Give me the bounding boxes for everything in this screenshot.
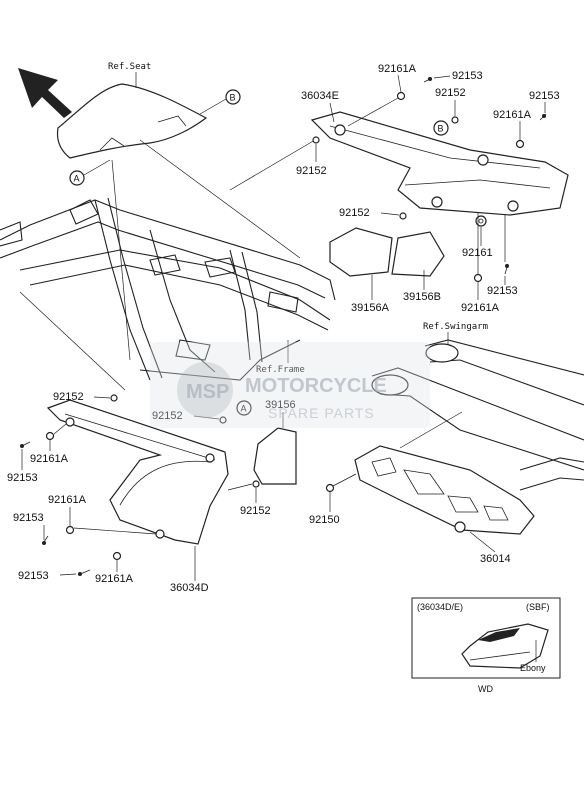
leader-line — [53, 423, 67, 435]
callout-a-text: A — [74, 174, 80, 184]
callout-b-text: B — [230, 93, 236, 103]
washer-icon — [515, 139, 525, 149]
seat-part — [56, 83, 208, 159]
part-label-92153: 92153 — [18, 570, 49, 582]
leader-line — [19, 291, 126, 391]
washer-icon — [396, 91, 406, 101]
collar-icon — [451, 116, 459, 124]
part-label-92153: 92153 — [13, 512, 44, 524]
ref-frame-label: Ref.Frame — [256, 365, 305, 375]
callout-a-text: A — [241, 404, 247, 414]
bolt-icon — [325, 473, 357, 493]
part-label-92153: 92153 — [452, 70, 483, 82]
leader-line — [347, 97, 399, 127]
bolt-icon — [77, 569, 91, 576]
frame-part — [0, 197, 336, 381]
collar-icon — [399, 212, 407, 220]
part-label-92161A: 92161A — [461, 302, 500, 314]
part-label-92152: 92152 — [435, 87, 466, 99]
part-label-92152: 92152 — [296, 165, 327, 177]
leader-line — [139, 139, 301, 259]
leader-line — [93, 396, 111, 399]
pad-39156A — [329, 227, 393, 277]
part-label-39156: 39156 — [265, 399, 296, 411]
pad-39156B — [391, 231, 445, 277]
collar-icon — [219, 416, 227, 424]
watermark-tagline-text: SPARE PARTS — [268, 405, 375, 421]
leader-line — [329, 102, 335, 123]
part-label-92152: 92152 — [152, 410, 183, 422]
pad-39156 — [253, 427, 297, 485]
part-label-92152: 92152 — [240, 505, 271, 517]
watermark-brand-text: MOTORCYCLE — [245, 375, 387, 397]
bolt-icon — [504, 263, 509, 275]
leader-line — [83, 159, 111, 176]
washer-icon — [473, 273, 483, 283]
part-label-92161A: 92161A — [493, 109, 532, 121]
ref-swingarm-label: Ref.Swingarm — [423, 322, 488, 332]
part-label-39156A: 39156A — [351, 302, 390, 314]
leader-line — [59, 573, 77, 576]
inset-model-label: (36034D/E) — [417, 602, 463, 612]
callout-b-seat — [225, 89, 241, 105]
washer-icon — [65, 525, 75, 535]
callout-b-cover — [433, 120, 449, 136]
inset-variant-label: (SBF) — [526, 602, 550, 612]
bolt-icon — [20, 441, 31, 448]
leader-line — [111, 159, 131, 361]
inset-region-label: WD — [478, 684, 493, 694]
inset-box — [411, 597, 561, 679]
chain-guard-36014 — [354, 445, 535, 535]
collar-icon — [252, 480, 260, 488]
part-label-92153: 92153 — [487, 285, 518, 297]
callout-a-cover — [236, 400, 252, 416]
leader-line — [73, 527, 157, 535]
part-label-92153: 92153 — [7, 472, 38, 484]
watermark: MSP MOTORCYCLE SPARE PARTS — [150, 342, 430, 428]
side-cover-right-36034E — [310, 111, 569, 216]
leader-line — [433, 75, 451, 79]
part-label-36034E: 36034E — [301, 90, 339, 102]
callout-a-seat — [69, 170, 85, 186]
part-label-39156B: 39156B — [403, 291, 441, 303]
watermark-logo-text: MSP — [186, 381, 229, 403]
part-label-36014: 36014 — [480, 553, 511, 565]
part-label-92152: 92152 — [53, 391, 84, 403]
part-label-92161A: 92161A — [95, 573, 134, 585]
washer-icon — [45, 431, 55, 441]
leader-line — [380, 212, 400, 216]
bolt-icon — [539, 113, 547, 121]
side-cover-left-36034D — [46, 399, 229, 545]
grommet-icon — [475, 215, 487, 227]
part-label-92152: 92152 — [339, 207, 370, 219]
leader-line — [193, 415, 220, 420]
bolt-icon — [42, 535, 49, 545]
part-label-36034D: 36034D — [170, 582, 209, 594]
part-label-92161A: 92161A — [378, 63, 417, 75]
part-label-92153: 92153 — [529, 90, 560, 102]
collar-icon — [110, 394, 118, 402]
ref-seat-label: Ref.Seat — [108, 62, 151, 72]
collar-icon — [312, 136, 320, 144]
part-label-92161: 92161 — [462, 247, 493, 259]
bolt-icon — [423, 77, 433, 83]
callout-b-text: B — [438, 124, 444, 134]
part-label-92150: 92150 — [309, 514, 340, 526]
leader-line — [469, 531, 496, 553]
part-label-92161A: 92161A — [48, 494, 87, 506]
part-label-92161A: 92161A — [30, 453, 69, 465]
leader-line — [229, 139, 316, 191]
inset-color-label: Ebony — [520, 663, 546, 673]
washer-icon — [112, 551, 122, 561]
leader-line — [199, 98, 227, 115]
leader-line — [397, 74, 402, 93]
front-direction-arrow-icon — [18, 68, 72, 118]
leader-line — [399, 411, 463, 449]
leader-line — [227, 483, 253, 491]
